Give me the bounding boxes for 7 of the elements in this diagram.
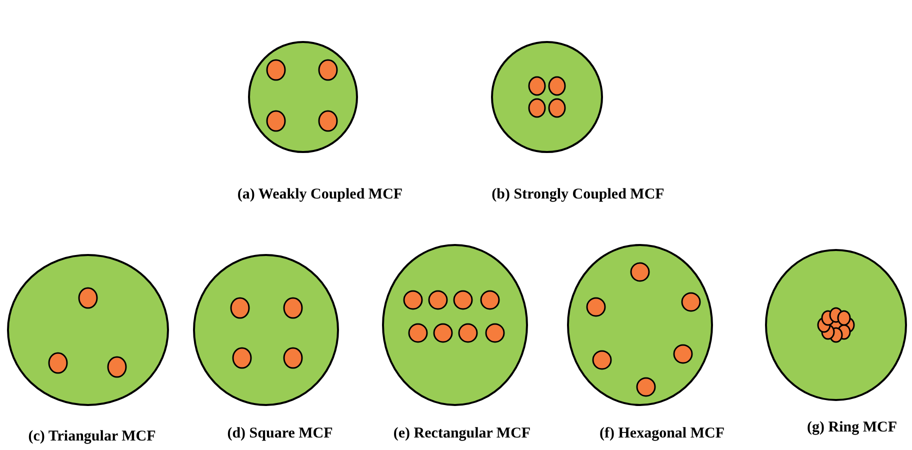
node-label: (d) Square MCF — [227, 426, 333, 442]
node-label: (a) Weakly Coupled MCF — [237, 188, 403, 202]
node-label: (b) Strongly Coupled MCF — [492, 188, 664, 202]
node-label: (c) Triangular MCF — [28, 430, 156, 444]
node-label: (e) Rectangular MCF — [393, 426, 531, 442]
node-label: (f) Hexagonal MCF — [600, 426, 724, 442]
node-label: (g) Ring MCF — [807, 420, 897, 436]
